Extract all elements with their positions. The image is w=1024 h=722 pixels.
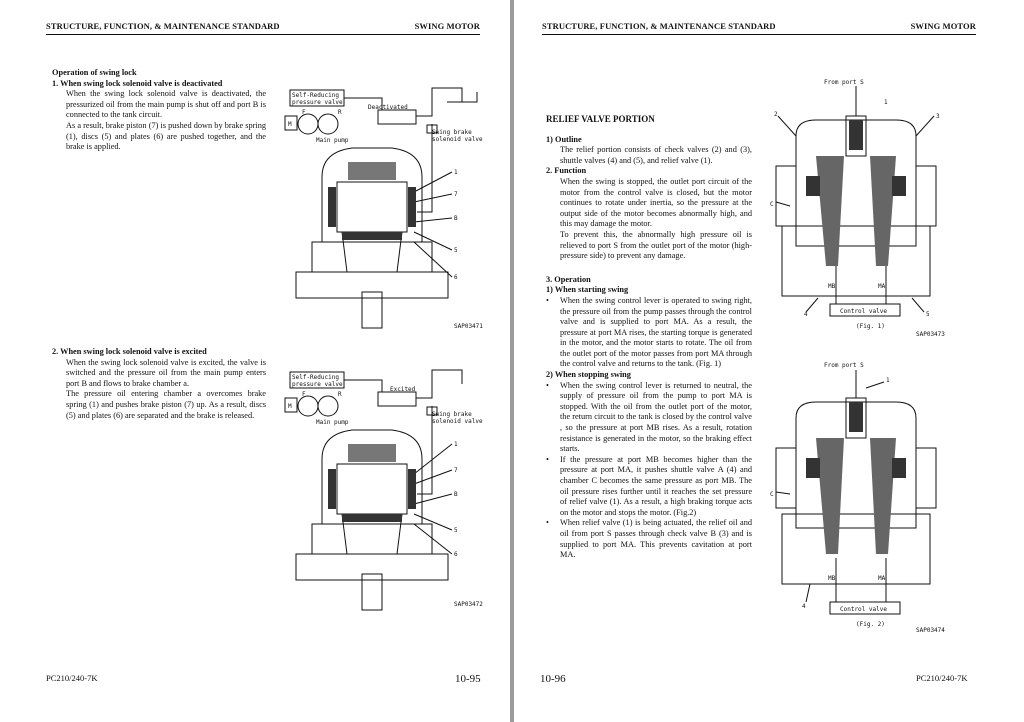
- right-page: STRUCTURE, FUNCTION, & MAINTENANCE STAND…: [514, 0, 1024, 722]
- operation-title: Operation of swing lock: [52, 68, 137, 77]
- fig2-n1: 1: [454, 441, 458, 448]
- outline-text: The relief portion consists of check val…: [560, 145, 752, 165]
- fig1-n1: 1: [454, 169, 458, 176]
- fig2-srv-label: Self-Reducing: [292, 374, 339, 381]
- fig2-n7: 7: [454, 467, 458, 474]
- fig2-code: SAP03474: [916, 627, 945, 634]
- fig2-srv-label-2: pressure valve: [292, 381, 343, 388]
- page-header: STRUCTURE, FUNCTION, & MAINTENANCE STAND…: [46, 18, 480, 35]
- fig1-mb: MB: [828, 283, 836, 290]
- fig2-m: M: [288, 403, 292, 410]
- section-2-title: 2. When swing lock solenoid valve is exc…: [52, 347, 207, 356]
- fig1-caption: (Fig. 1): [856, 323, 885, 330]
- section-2-text: 2. When swing lock solenoid valve is exc…: [52, 347, 266, 421]
- fig2-r: R: [338, 391, 342, 398]
- fig2-n6: 6: [454, 551, 458, 558]
- relief-valve-diagram-fig2: From port S 1 C MB MA 4 Control valve (F…: [770, 362, 945, 634]
- section-2-para-1: When the swing lock solenoid valve is ex…: [66, 357, 266, 388]
- header-title: STRUCTURE, FUNCTION, & MAINTENANCE STAND…: [542, 21, 776, 31]
- fig1-n1: 1: [884, 99, 888, 106]
- operation-heading: 3. Operation: [546, 274, 591, 284]
- function-heading: 2. Function: [546, 166, 587, 176]
- fig1-control-valve: Control valve: [840, 308, 887, 315]
- starting-swing-text: When the swing control lever is operated…: [546, 296, 752, 370]
- fig2-control-valve: Control valve: [840, 606, 887, 613]
- fig2-mb: MB: [828, 575, 836, 582]
- fig1-f: F: [302, 109, 306, 116]
- section-2-para-2: The pressure oil entering chamber a over…: [66, 389, 266, 420]
- fig2-caption: (Fig. 2): [856, 621, 885, 628]
- fig2-n4: 4: [802, 603, 806, 610]
- fig1-n4: 4: [804, 311, 808, 318]
- fig1-brake-label-2: solenoid valve: [432, 136, 483, 143]
- outline-heading: 1) Outline: [546, 134, 582, 144]
- page-number: 10-95: [455, 673, 481, 685]
- fig1-m: M: [288, 121, 292, 128]
- starting-swing-heading: 1) When starting swing: [546, 285, 629, 295]
- fig1-n7: 7: [454, 191, 458, 198]
- fig1-n5: 5: [926, 311, 930, 318]
- swing-motor-brake-diagram-deactivated: Self-Reducing pressure valve Deactivated…: [284, 87, 483, 330]
- section-1-text: Operation of swing lock 1. When swing lo…: [52, 68, 266, 153]
- fig1-n3: 3: [936, 113, 940, 120]
- fig2-from-port: From port S: [824, 362, 864, 369]
- fig2-code: SAP03472: [454, 601, 483, 608]
- section-1-para-2: As a result, brake piston (7) is pushed …: [66, 120, 266, 152]
- fig2-c: C: [770, 491, 774, 498]
- fig1-code: SAP03471: [454, 323, 483, 330]
- fig1-code: SAP03473: [916, 331, 945, 338]
- header-title: STRUCTURE, FUNCTION, & MAINTENANCE STAND…: [46, 21, 280, 31]
- fig1-n6: 6: [454, 274, 458, 281]
- fig1-main-pump: Main pump: [316, 137, 349, 144]
- page-number: 10-96: [540, 673, 566, 685]
- section-title: RELIEF VALVE PORTION: [546, 114, 655, 124]
- fig2-ma: MA: [878, 575, 886, 582]
- fig2-n1: 1: [886, 377, 890, 384]
- section-1-title: 1. When swing lock solenoid valve is dea…: [52, 78, 223, 88]
- header-section: SWING MOTOR: [910, 21, 976, 31]
- fig1-from-port: From port S: [824, 79, 864, 86]
- fig1-c: C: [770, 201, 774, 208]
- fig1-r: R: [338, 109, 342, 116]
- relief-valve-text: RELIEF VALVE PORTION 1) Outline The reli…: [546, 114, 752, 561]
- fig1-ma: MA: [878, 283, 886, 290]
- header-section: SWING MOTOR: [414, 21, 480, 31]
- page-header: STRUCTURE, FUNCTION, & MAINTENANCE STAND…: [542, 18, 976, 35]
- fig2-state: Excited: [390, 386, 416, 393]
- fig1-n5: 5: [454, 247, 458, 254]
- function-text-2: To prevent this, the abnormally high pre…: [560, 229, 752, 261]
- swing-motor-brake-diagram-excited: Self-Reducing pressure valve Excited Mai…: [284, 369, 483, 611]
- fig2-f: F: [302, 391, 306, 398]
- fig2-n5: 5: [454, 527, 458, 534]
- fig1-nB: B: [454, 215, 458, 222]
- stopping-swing-text-1: When the swing control lever is returned…: [546, 381, 752, 455]
- function-text-1: When the swing is stopped, the outlet po…: [560, 176, 752, 229]
- fig1-n2: 2: [774, 111, 778, 118]
- fig2-main-pump: Main pump: [316, 419, 349, 426]
- fig1-srv-label: Self-Reducing: [292, 92, 339, 99]
- stopping-swing-heading: 2) When stopping swing: [546, 370, 631, 380]
- fig2-nB: B: [454, 491, 458, 498]
- fig2-brake-label-2: solenoid valve: [432, 418, 483, 425]
- left-page: STRUCTURE, FUNCTION, & MAINTENANCE STAND…: [0, 0, 510, 722]
- section-1-para-1: When the swing lock solenoid valve is de…: [66, 89, 266, 120]
- fig1-state: Deactivated: [368, 104, 408, 111]
- fig1-brake-label-1: Swing brake: [432, 129, 472, 136]
- stopping-swing-text-3: When relief valve (1) is being actuated,…: [546, 518, 752, 560]
- footer-model: PC210/240-7K: [916, 673, 968, 683]
- relief-valve-diagram-fig1: From port S 1 2 3 C MB MA 4 5 Control va…: [770, 79, 945, 338]
- stopping-swing-text-2: If the pressure at port MB becomes highe…: [546, 455, 752, 519]
- footer-model: PC210/240-7K: [46, 673, 98, 683]
- fig1-srv-label-2: pressure valve: [292, 99, 343, 106]
- fig2-brake-label-1: Swing brake: [432, 411, 472, 418]
